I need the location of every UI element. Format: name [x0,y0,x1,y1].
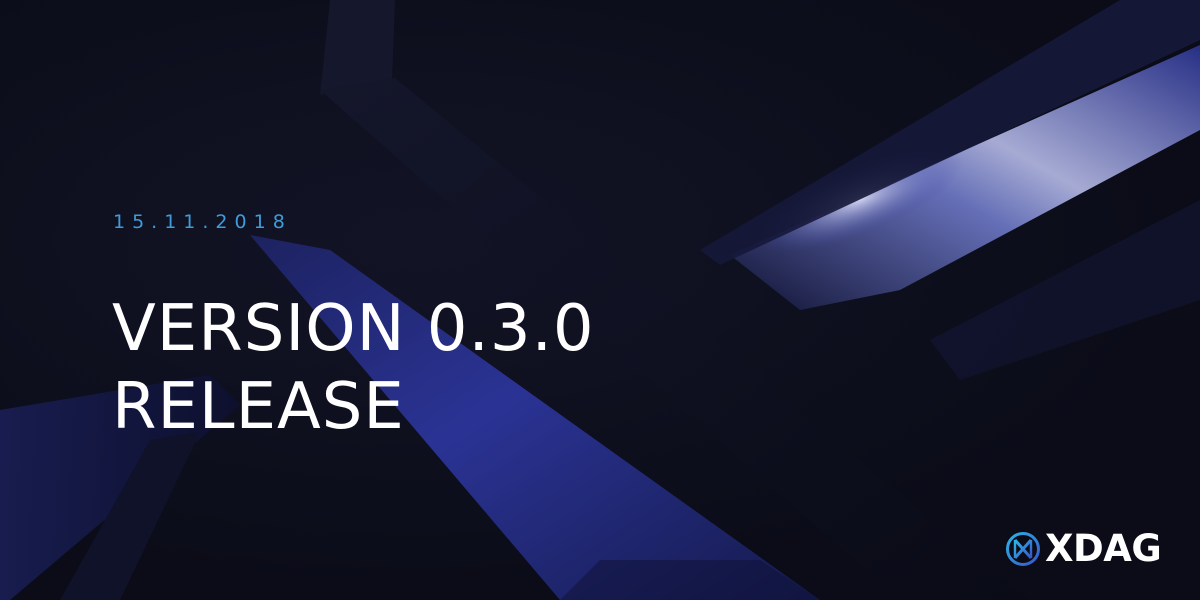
release-title-line-2: RELEASE [112,370,405,444]
release-title: VERSION 0.3.0 RELEASE [112,290,595,446]
dark-beam-right-lower [930,200,1200,380]
dark-beam-top [320,0,395,95]
xdag-logo-icon [1006,532,1040,566]
blue-beam-main [250,235,820,600]
dark-beam-right-top [700,0,1200,265]
dark-beam-diagonal [320,78,1030,600]
bottom-shadow [560,560,820,600]
brand-name: XDAG [1045,527,1162,570]
release-title-line-1: VERSION 0.3.0 [112,292,595,366]
dark-beam-lower-left [60,432,200,600]
blue-beam-right [730,45,1200,310]
brand-logo: XDAG [1005,527,1162,571]
blue-beam-left [0,375,240,600]
release-date: 15.11.2018 [113,211,292,233]
